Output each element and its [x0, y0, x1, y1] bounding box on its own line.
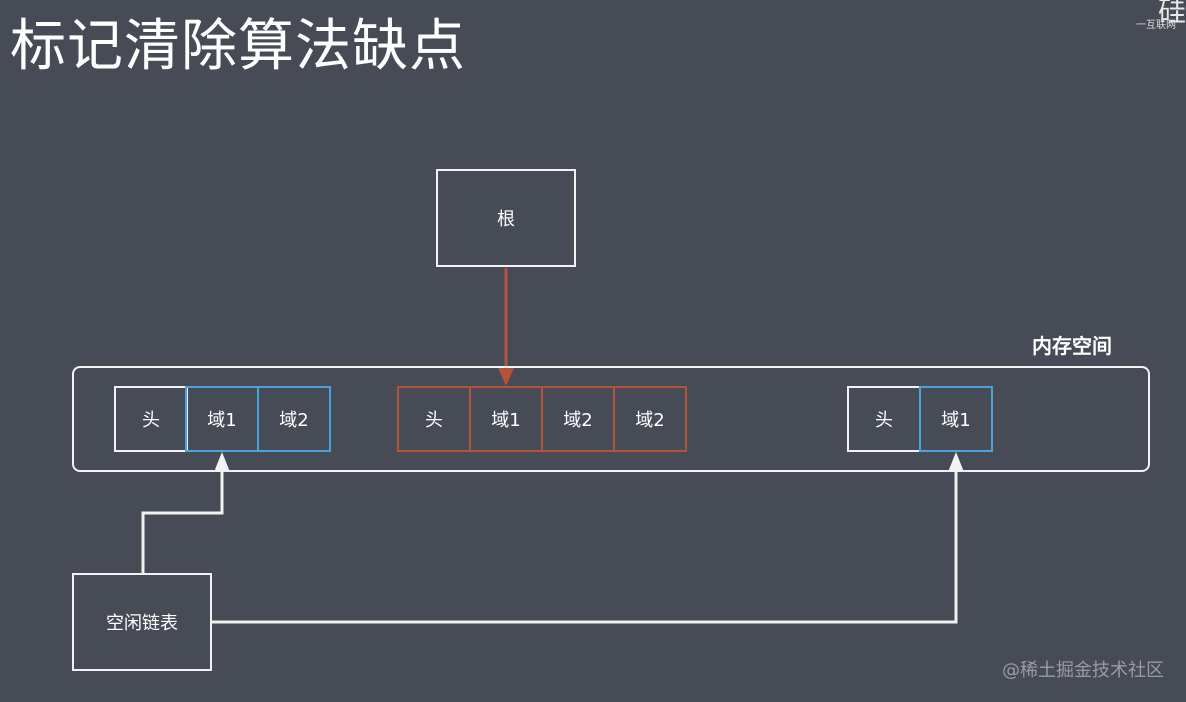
block1-field1-label: 域1: [207, 410, 237, 431]
slide-title: 标记清除算法缺点: [10, 14, 466, 79]
block2-head: 头: [397, 386, 471, 452]
corner-logo-text: 硅: [1157, 0, 1186, 28]
block3-head: 头: [847, 386, 921, 452]
block3-field1-label: 域1: [941, 410, 971, 431]
block2-field2: 域2: [541, 386, 615, 452]
block2-field2-label: 域2: [563, 410, 593, 431]
free-list-label: 空闲链表: [106, 613, 178, 634]
root-node: 根: [436, 169, 576, 267]
corner-logo: 硅: [1136, 0, 1186, 36]
block1-field2-label: 域2: [279, 410, 309, 431]
root-arrow-head: [498, 368, 514, 386]
free-list-arrow-head-2: [948, 452, 964, 472]
memory-space-label: 内存空间: [1032, 334, 1112, 358]
watermark: @稀土掘金技术社区: [1002, 660, 1164, 681]
block1-field1: 域1: [185, 386, 259, 452]
memory-space-container: [72, 366, 1150, 472]
block3-field1: 域1: [919, 386, 993, 452]
corner-subtitle: 一互联网: [1136, 20, 1176, 31]
block2-field3-label: 域2: [635, 410, 665, 431]
block1-head: 头: [114, 386, 188, 452]
block2-field1: 域1: [469, 386, 543, 452]
block3-head-label: 头: [875, 410, 893, 431]
block2-field3: 域2: [613, 386, 687, 452]
block1-head-label: 头: [142, 410, 160, 431]
root-label: 根: [497, 209, 515, 230]
free-list-node: 空闲链表: [72, 573, 212, 671]
free-list-arrow-1: [141, 470, 224, 573]
free-list-arrow-2: [212, 470, 958, 624]
free-list-arrow-head-1: [214, 452, 230, 472]
block2-head-label: 头: [425, 410, 443, 431]
block1-field2: 域2: [257, 386, 331, 452]
block2-field1-label: 域1: [491, 410, 521, 431]
